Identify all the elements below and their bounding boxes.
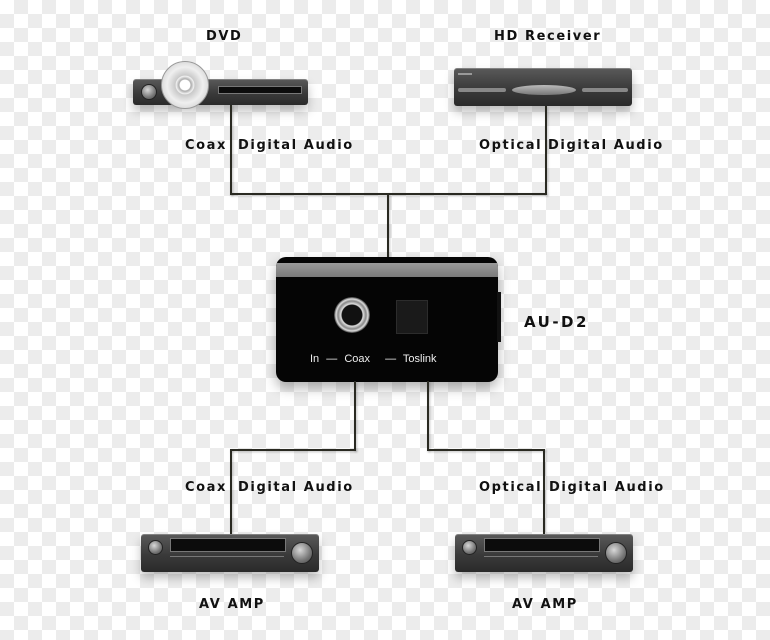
receiver-card-slot [458, 88, 506, 92]
dvd-title: DVD [206, 29, 243, 44]
left-amp-wire [230, 449, 232, 535]
receiver-indicator [458, 73, 472, 75]
av-amp-right-title: AV AMP [512, 597, 578, 612]
right-bus-wire [427, 449, 545, 451]
receiver-wire [545, 106, 547, 195]
receiver-connection-signal: Digital Audio [548, 138, 664, 153]
left-bus-wire [230, 449, 356, 451]
port-label-coax: Coax [344, 353, 370, 365]
port-label-toslink: Toslink [402, 353, 437, 365]
av-amp-right-device [455, 534, 633, 572]
converter-title: AU-D2 [524, 313, 589, 331]
amp-left-trim [170, 556, 284, 557]
hd-receiver-title: HD Receiver [494, 29, 602, 44]
coax-output-wire [354, 381, 356, 451]
left-amp-connection-signal: Digital Audio [238, 480, 354, 495]
dvd-player-device [133, 79, 308, 105]
dvd-wire [230, 105, 232, 195]
amp-left-display [170, 538, 286, 552]
port-label-in: In [310, 353, 320, 365]
port-label-dash1: — [326, 353, 338, 365]
disc-icon [161, 61, 209, 109]
amp-right-display [484, 538, 600, 552]
right-amp-connection-type: Optical [479, 480, 543, 495]
dvd-power-knob-icon [141, 84, 157, 100]
amp-left-volume-knob-icon [291, 542, 313, 564]
av-amp-left-device [141, 534, 319, 572]
receiver-buttons [582, 88, 628, 92]
coax-jack-icon [334, 297, 370, 333]
av-amp-left-title: AV AMP [199, 597, 265, 612]
toslink-port-icon [396, 300, 428, 334]
dvd-disc-tray [218, 86, 302, 94]
optical-output-wire [427, 381, 429, 451]
port-label-dash2: — [385, 353, 397, 365]
dvd-connection-signal: Digital Audio [238, 138, 354, 153]
dvd-connection-type: Coax [185, 138, 228, 153]
right-amp-connection-signal: Digital Audio [549, 480, 665, 495]
left-amp-connection-type: Coax [185, 480, 228, 495]
receiver-connection-type: Optical [479, 138, 543, 153]
receiver-control-pad [512, 85, 576, 95]
amp-right-volume-knob-icon [605, 542, 627, 564]
au-d2-converter: In — Coax — Toslink [276, 257, 498, 382]
converter-top-band [276, 263, 498, 277]
converter-side-tab [497, 292, 501, 342]
converter-input-wire [387, 193, 389, 258]
amp-right-trim [484, 556, 598, 557]
converter-port-labels: In — Coax — Toslink [310, 353, 441, 365]
right-amp-wire [543, 449, 545, 535]
hd-receiver-device [454, 68, 632, 106]
amp-left-small-knob-icon [148, 540, 163, 555]
amp-right-small-knob-icon [462, 540, 477, 555]
